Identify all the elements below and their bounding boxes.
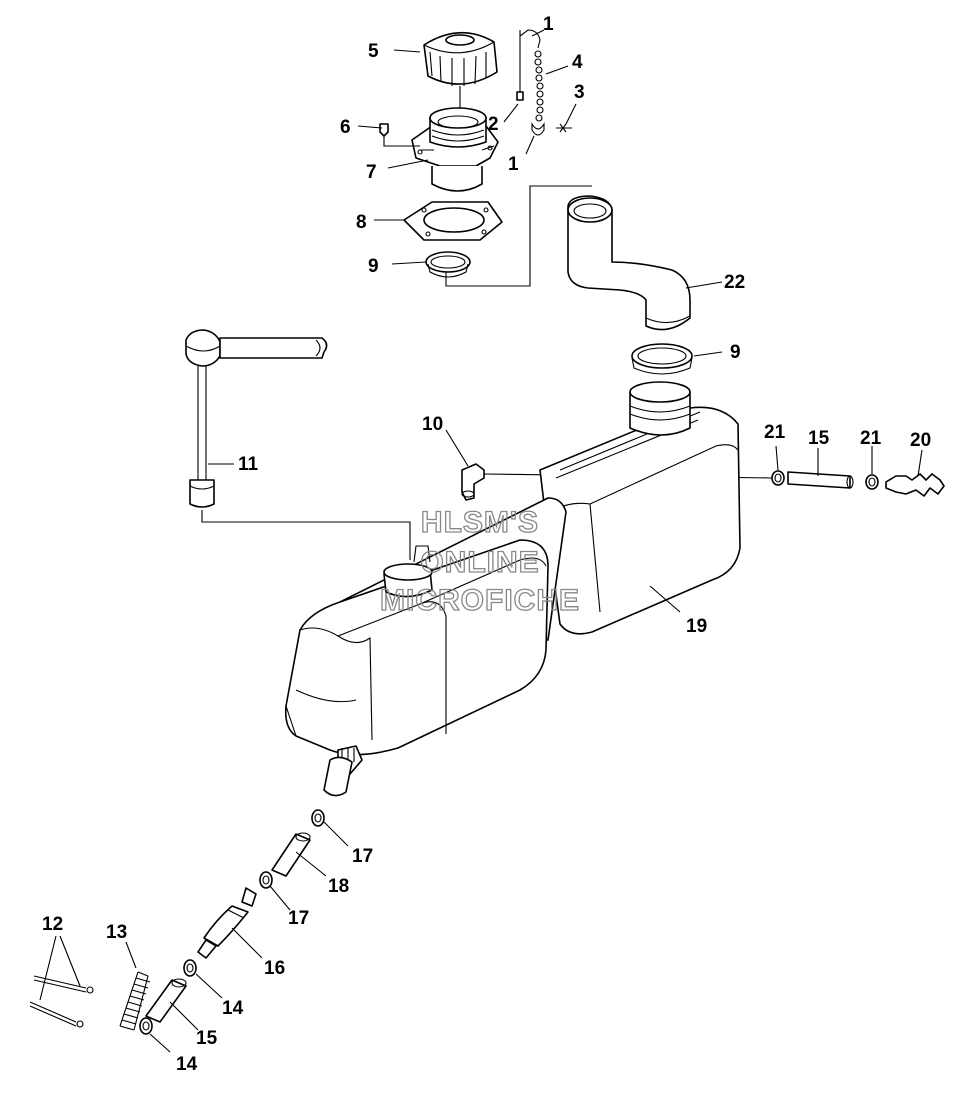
callout-2: 2 xyxy=(488,114,499,135)
callout-14-mid: 14 xyxy=(222,998,244,1019)
clamp-ring-right xyxy=(631,343,693,375)
callout-12: 12 xyxy=(42,914,63,935)
callout-7: 7 xyxy=(366,162,377,183)
callout-4: 4 xyxy=(572,52,583,73)
callout-1-top: 1 xyxy=(543,14,554,35)
callout-labels: 1 1 2 3 4 5 6 7 8 9 9 10 11 12 13 14 14 … xyxy=(42,14,931,1075)
spring xyxy=(119,971,151,1031)
callout-16: 16 xyxy=(264,958,285,979)
vent-hose-assembly xyxy=(771,470,945,497)
callout-11: 11 xyxy=(238,454,259,475)
screw xyxy=(379,123,389,142)
fuel-filter xyxy=(197,887,257,959)
fuel-tank xyxy=(284,381,741,775)
callout-9-right: 9 xyxy=(730,342,741,363)
callout-3: 3 xyxy=(574,82,585,103)
callout-1-bottom: 1 xyxy=(508,154,519,175)
tether-chain xyxy=(516,29,572,136)
fuel-line-18 xyxy=(271,832,311,877)
hose-clamp-14b xyxy=(139,1017,153,1035)
callout-21-right: 21 xyxy=(860,428,882,449)
watermark-line-3: MICROFICHE xyxy=(380,584,580,617)
callout-13: 13 xyxy=(106,922,127,943)
fuel-gauge xyxy=(185,329,411,560)
callout-18: 18 xyxy=(328,876,349,897)
callout-15-bottom: 15 xyxy=(196,1028,218,1049)
callout-17-bottom: 17 xyxy=(288,908,309,929)
callout-22: 22 xyxy=(724,272,745,293)
watermark: HLSM'S ONLINE MICROFICHE xyxy=(379,505,580,617)
callout-9-top: 9 xyxy=(368,256,379,277)
callout-6: 6 xyxy=(340,117,351,138)
fuel-line-15-bottom xyxy=(145,978,187,1023)
callout-20: 20 xyxy=(910,430,931,451)
hose-clamp-17b xyxy=(259,871,273,889)
gasket xyxy=(403,201,503,241)
filler-neck xyxy=(411,107,499,192)
callout-15-right: 15 xyxy=(808,428,830,449)
leader-lines xyxy=(39,29,923,1053)
callout-21-left: 21 xyxy=(764,422,786,443)
fuel-cap xyxy=(423,31,498,122)
watermark-line-1: HLSM'S xyxy=(421,506,539,539)
hose-clamp-14a xyxy=(183,959,197,977)
outlet-elbow xyxy=(323,756,353,797)
callout-8: 8 xyxy=(356,212,367,233)
filler-hose xyxy=(567,195,691,331)
callout-14-bottom: 14 xyxy=(176,1054,198,1075)
clamp-ring-top xyxy=(425,251,471,278)
hose-clamp-17a xyxy=(311,809,325,827)
callout-19: 19 xyxy=(686,616,707,637)
watermark-line-2: ONLINE xyxy=(420,546,539,579)
callout-17-top: 17 xyxy=(352,846,373,867)
callout-5: 5 xyxy=(368,41,379,62)
assembly-guide-line xyxy=(445,185,592,287)
callout-10: 10 xyxy=(422,414,443,435)
cable-ties xyxy=(29,975,94,1028)
